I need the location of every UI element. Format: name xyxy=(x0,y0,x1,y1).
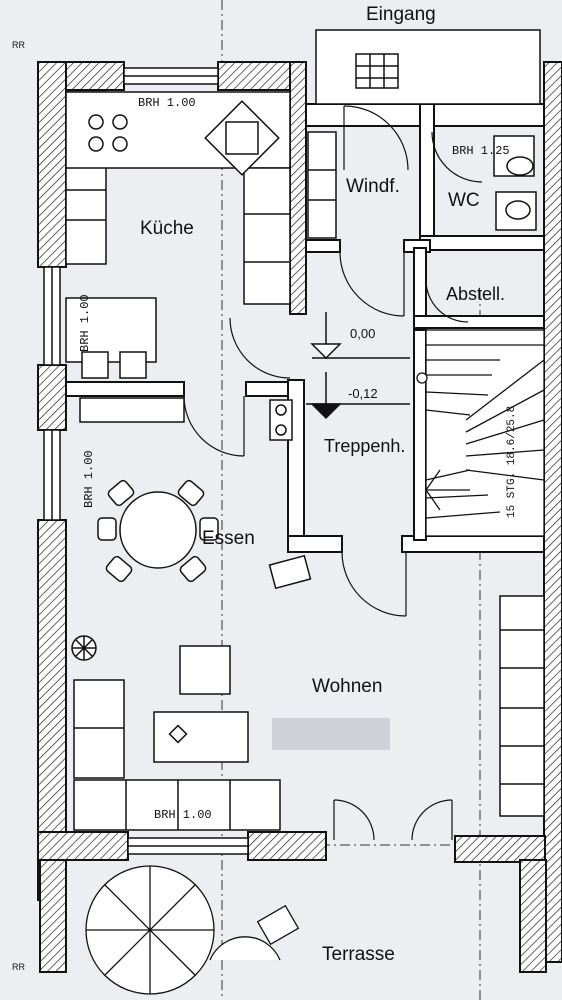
room-label-kueche: Küche xyxy=(140,218,194,239)
room-label-wohnen: Wohnen xyxy=(312,676,383,697)
windows xyxy=(43,67,249,855)
room-label-essen: Essen xyxy=(202,528,255,549)
wc-fixtures xyxy=(493,135,537,231)
windfang-closet xyxy=(307,131,337,239)
kitchen-counters xyxy=(65,91,291,379)
brh-wc: BRH 1.25 xyxy=(452,144,510,158)
exterior-walls xyxy=(37,61,562,973)
level-upper: 0,00 xyxy=(350,326,376,341)
brh-wohnen-bottom: BRH 1.00 xyxy=(154,808,212,822)
room-label-terrasse: Terrasse xyxy=(322,944,395,965)
dining-table xyxy=(119,491,197,569)
redacted-box xyxy=(272,718,390,750)
room-label-abstell: Abstell. xyxy=(446,284,506,304)
brh-essen-side: BRH 1.00 xyxy=(82,450,96,508)
terrace-furniture xyxy=(85,865,300,995)
stair-note: 15 STG. 18.6/25.8 xyxy=(506,405,518,518)
brh-kueche-top: BRH 1.00 xyxy=(138,96,196,110)
room-label-treppenh: Treppenh. xyxy=(324,436,406,456)
interior-walls xyxy=(65,103,545,553)
dining-set xyxy=(79,397,312,590)
door-swings xyxy=(183,105,483,841)
room-label-eingang: Eingang xyxy=(366,4,436,25)
room-label-wc: WC xyxy=(448,190,480,211)
staircase xyxy=(416,329,545,537)
rr-mark-top: RR xyxy=(12,40,25,50)
sockets xyxy=(269,399,293,441)
level-markers xyxy=(306,312,410,420)
stove-burner xyxy=(88,114,104,130)
brh-kueche-side: BRH 1.00 xyxy=(78,294,92,352)
room-label-windf: Windf. xyxy=(346,176,400,197)
living-furniture xyxy=(71,595,545,831)
entrance-canopy xyxy=(315,29,541,105)
level-lower: -0,12 xyxy=(348,386,378,401)
rr-mark-bottom: RR xyxy=(12,962,25,972)
